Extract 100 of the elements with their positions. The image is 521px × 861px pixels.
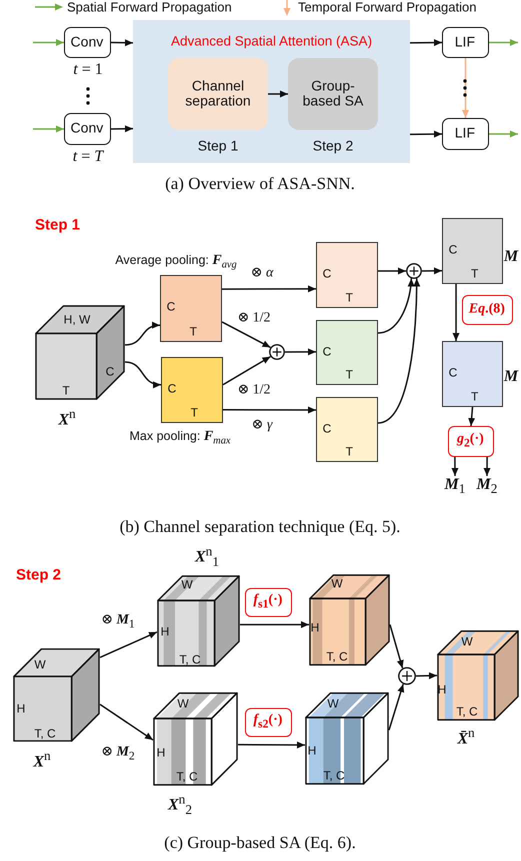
feature-map	[316, 320, 378, 385]
pooling-label: Average pooling: F$_{avg}$	[115, 253, 237, 271]
arrow	[462, 58, 469, 118]
arrow	[124, 361, 162, 388]
arrow	[388, 684, 404, 730]
sum-circle	[406, 263, 422, 279]
axis-label: C	[322, 422, 332, 436]
process-box	[442, 27, 489, 58]
feature-map	[442, 341, 503, 407]
arrow	[489, 130, 518, 138]
arrow	[422, 267, 442, 274]
function-label: f$_{s2}$(·)	[253, 712, 282, 732]
figure-caption: (b) Channel separation technique (Eq. 5).	[120, 517, 400, 537]
arrow	[410, 39, 442, 46]
axis-label: T	[471, 390, 478, 404]
axis-label: H	[308, 744, 316, 758]
step-caption: Step 2	[312, 138, 354, 154]
sum-circle	[269, 344, 285, 360]
axis-label: C	[322, 267, 332, 281]
math-symbol: X$^{n}$	[33, 749, 51, 771]
math-symbol: M	[504, 248, 518, 266]
figure-caption: (a) Overview of ASA-SNN.	[165, 174, 355, 194]
arrow	[452, 284, 460, 341]
arrow	[240, 621, 309, 628]
axis-label: T, C	[179, 653, 201, 667]
function-label: f$_{s1}$(·)	[253, 592, 282, 612]
arrow	[489, 39, 518, 46]
process-box	[64, 27, 111, 58]
feature-map	[160, 275, 222, 342]
axis-label: T, C	[176, 770, 198, 784]
axis-label: T	[346, 291, 353, 305]
box-label: Conv	[70, 120, 104, 136]
axis-label: H	[16, 702, 26, 716]
math-symbol: X̄$^{n}$	[457, 726, 475, 748]
axis-label: T	[471, 267, 478, 281]
math-symbol: X$^{n}$	[58, 407, 76, 429]
arrow	[416, 672, 438, 680]
axis-label: W	[461, 635, 473, 649]
function-tag	[462, 295, 513, 325]
axis-label: C	[106, 365, 114, 379]
math-symbol: M	[504, 368, 518, 386]
sum-circle	[398, 667, 416, 685]
function-tag	[245, 588, 292, 617]
axis-label: C	[166, 300, 176, 314]
feature-map	[316, 397, 378, 462]
arrow	[222, 285, 316, 292]
module-panel	[133, 20, 410, 163]
legend-label: Temporal Forward Propagation	[298, 0, 476, 14]
arrow	[100, 631, 158, 658]
math-symbol: t = 1	[73, 61, 103, 79]
arrow	[378, 278, 414, 334]
box-label: Conv	[70, 34, 104, 50]
axis-label: T, C	[456, 705, 478, 719]
arrow	[223, 406, 316, 414]
process-box	[64, 113, 111, 145]
axis-label: H	[438, 683, 446, 697]
module-title: Advanced Spatial Attention (ASA)	[170, 34, 372, 50]
arrow	[110, 39, 134, 46]
arrow	[378, 278, 420, 424]
math-symbol: t = T	[72, 148, 104, 166]
arrow	[378, 268, 406, 274]
function-label: Eq.(8)	[468, 302, 505, 318]
axis-label: C	[168, 382, 176, 396]
arrow	[285, 348, 316, 356]
axis-label: T, C	[34, 727, 56, 741]
box-label: LIF	[454, 34, 475, 50]
step-box	[168, 58, 268, 130]
arrow	[222, 321, 271, 348]
axis-label: T, C	[326, 650, 348, 664]
arrow	[389, 624, 404, 668]
axis-label: C	[322, 344, 332, 358]
axis-label: W	[181, 578, 193, 592]
axis-label: T	[346, 368, 353, 382]
axis-label: H, W	[64, 313, 90, 327]
output-symbol: M$_{2}$	[476, 476, 498, 493]
legend-label: Spatial Forward Propagation	[67, 0, 232, 14]
step-heading: Step 1	[35, 216, 80, 234]
function-tag	[245, 708, 292, 737]
axis-label: H	[156, 746, 166, 760]
arrow	[33, 39, 64, 46]
step-caption: Step 1	[198, 138, 238, 154]
axis-label: C	[448, 366, 458, 380]
process-box	[442, 118, 489, 150]
edge-label: ⊗ γ	[250, 417, 274, 433]
arrow	[410, 130, 442, 138]
axis-label: T	[62, 384, 70, 398]
arrow	[100, 704, 154, 741]
arrow	[484, 457, 491, 476]
axis-label: T	[190, 325, 197, 339]
figure-caption: (c) Group-based SA (Eq. 6).	[164, 833, 356, 853]
arrow	[33, 126, 64, 132]
feature-map	[442, 218, 503, 284]
arrow	[468, 406, 476, 426]
pooling-label: Max pooling: F$_{max}$	[129, 429, 231, 447]
arrow	[451, 457, 458, 476]
axis-label: T	[346, 445, 353, 459]
arrow	[110, 125, 134, 132]
arrow	[222, 356, 271, 386]
axis-label: H	[160, 625, 170, 639]
axis-label: W	[177, 697, 189, 711]
